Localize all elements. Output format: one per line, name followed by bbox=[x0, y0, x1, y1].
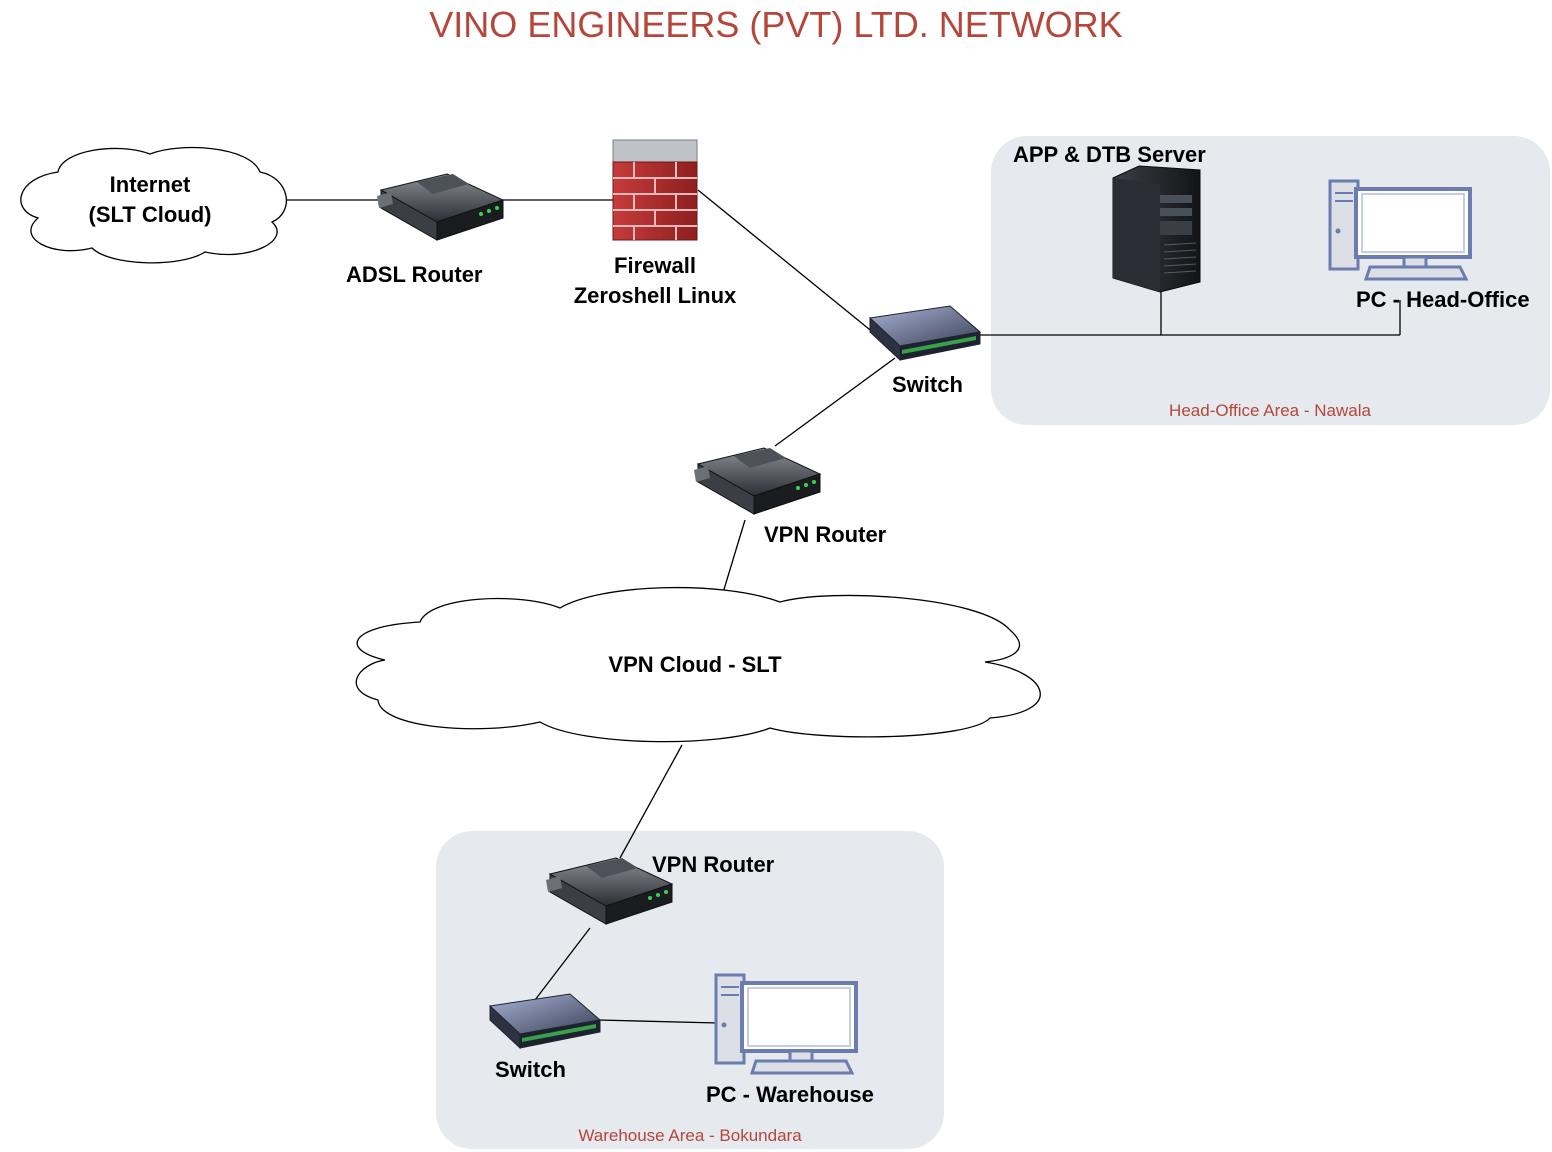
switch-warehouse-label: Switch bbox=[495, 1057, 566, 1082]
link-cloud-vpn-router bbox=[619, 744, 683, 859]
adsl-router-label: ADSL Router bbox=[346, 262, 483, 287]
firewall-label-line2: Zeroshell Linux bbox=[573, 283, 737, 308]
vpn-router-head-office-label: VPN Router bbox=[764, 522, 887, 547]
internet-cloud-icon bbox=[20, 146, 288, 264]
link-firewall-switch bbox=[697, 189, 881, 339]
server-icon bbox=[1112, 165, 1201, 293]
link-vpn-router-switch bbox=[534, 927, 591, 1001]
firewall-label: Firewall Zeroshell Linux bbox=[555, 253, 755, 309]
switch-head-office-label: Switch bbox=[892, 372, 963, 397]
link-switch-vpn-router bbox=[774, 357, 896, 447]
internet-label-line2: (SLT Cloud) bbox=[88, 202, 212, 227]
vpn-cloud-icon bbox=[355, 586, 1041, 743]
switch-head-office-icon bbox=[869, 305, 981, 361]
internet-label-line1: Internet bbox=[109, 172, 191, 197]
firewall-icon bbox=[612, 139, 698, 241]
connections bbox=[270, 189, 1401, 1024]
vpn-router-warehouse-label: VPN Router bbox=[652, 852, 775, 877]
vpn-router-head-office-icon bbox=[693, 447, 821, 515]
vpn-cloud-label: VPN Cloud - SLT bbox=[608, 652, 782, 677]
diagram-title: VINO ENGINEERS (PVT) LTD. NETWORK bbox=[429, 4, 1123, 45]
warehouse-area-label: Warehouse Area - Bokundara bbox=[578, 1126, 802, 1145]
server-label: APP & DTB Server bbox=[1013, 142, 1206, 167]
internet-label: Internet (SLT Cloud) bbox=[60, 172, 240, 228]
firewall-label-line1: Firewall bbox=[614, 253, 696, 278]
link-vpn-router-cloud bbox=[721, 519, 746, 597]
adsl-router-icon bbox=[376, 173, 504, 241]
pc-head-office-label: PC - Head-Office bbox=[1356, 287, 1530, 312]
pc-warehouse-label: PC - Warehouse bbox=[706, 1082, 874, 1107]
link-switch-pc-warehouse bbox=[597, 1019, 719, 1024]
head-office-area-label: Head-Office Area - Nawala bbox=[1169, 401, 1371, 420]
